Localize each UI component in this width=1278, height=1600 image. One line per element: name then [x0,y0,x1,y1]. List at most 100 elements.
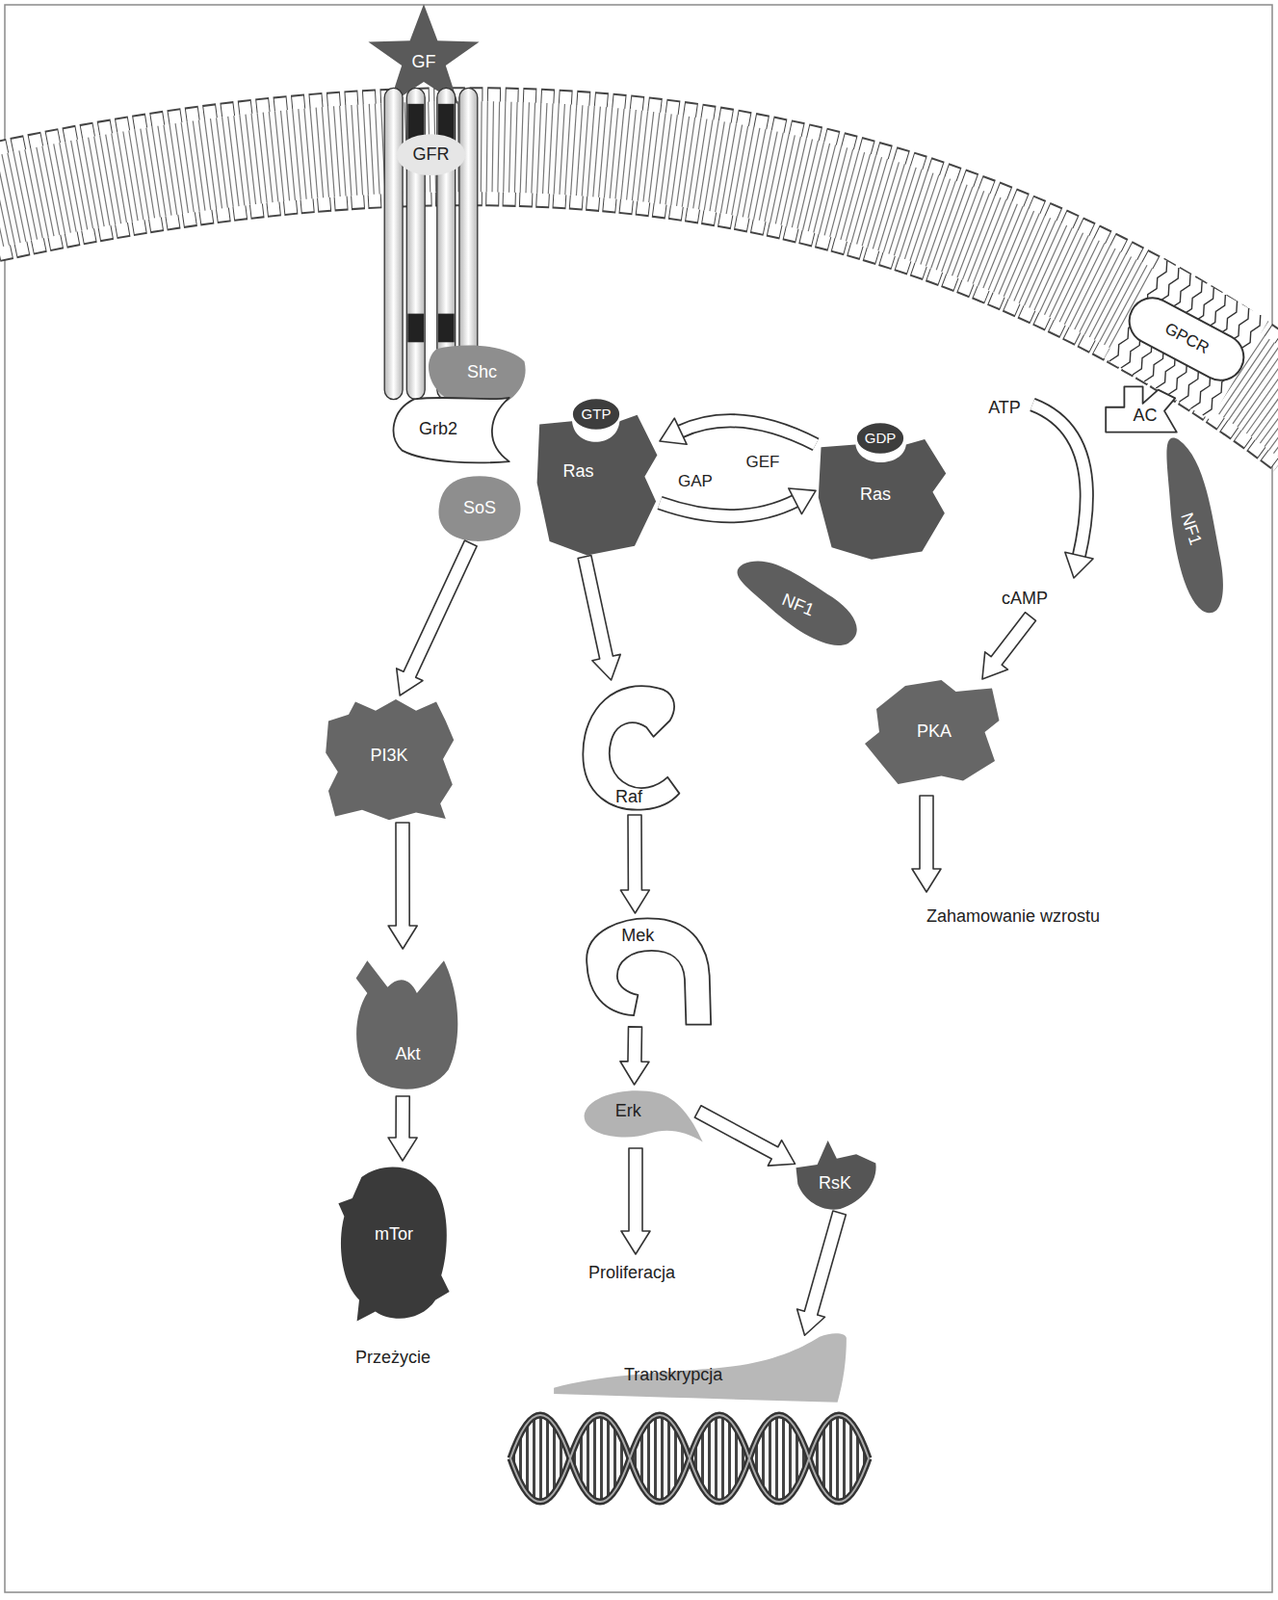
outcome-label: Zahamowanie wzrostu [926,907,1100,927]
signal-arrow [620,1026,651,1085]
erk-kinase-shape [584,1090,704,1142]
dna-helix [510,1414,869,1502]
receptor-band [438,313,455,343]
arrow-body [387,537,485,703]
pi3k-kinase: PI3K [321,695,457,823]
ras-active: Ras GTP [534,402,660,557]
mek-kinase-shape [586,917,711,1024]
arrow-head [788,477,823,515]
node-label: GPCR [1161,319,1212,359]
arrow-body [570,553,626,683]
atp-to-camp-arrow [1032,404,1094,581]
erk-kinase: Erk [581,1084,705,1145]
arrow-body [659,499,797,516]
node-label: mTor [374,1225,414,1245]
signal-arrow [388,1095,418,1161]
receptor-chain [384,87,403,399]
dna-strand [510,1414,869,1502]
pka-kinase: PKA [861,674,1007,790]
erk-kinase-outline [581,1084,705,1145]
arrow-body [790,1208,854,1339]
arrow-body [388,822,418,949]
membrane-core [0,146,1278,424]
adenylyl-cyclase: AC [1102,383,1180,437]
arrow-body [678,420,816,445]
raf-kinase-shape [582,685,679,810]
gdp-nucleotide: GDP [854,420,907,456]
arrow-body [620,1026,651,1085]
outcome-label: Przeżycie [355,1348,431,1368]
node-label: Mek [621,926,654,946]
pka-output-arrow [912,795,941,892]
node-label: GTP [581,406,612,423]
node-label: AC [1132,406,1157,426]
node-label: Akt [394,1044,420,1065]
camp-to-pka-arrow [970,607,1043,688]
signal-arrow [653,417,816,454]
receptor-band [407,313,424,343]
dna-rungs [510,1414,869,1502]
raf-kinase: Raf [575,679,694,815]
node-label: PI3K [369,746,408,766]
node-label: Transkrypcja [624,1365,723,1385]
dna-strand-highlight [510,1414,869,1502]
nf1-protein: NF1 [1131,425,1257,630]
arrow-body [1032,404,1087,558]
membrane-heads [0,146,1278,424]
dna-strand [510,1414,869,1502]
rsk-kinase-shape [796,1140,877,1210]
receptor-core [396,133,466,176]
akt-kinase-shape [356,960,459,1090]
arrow-body [678,420,816,445]
transcription-factor: Transkrypcja [550,1329,850,1405]
signal-arrow [388,822,418,949]
signal-arrow [387,537,485,703]
gdp-nucleotide-shape [856,421,906,455]
membrane-tails [0,146,1278,424]
pka-kinase-shape [864,679,1000,784]
signal-arrow [691,1098,803,1177]
node-label: RsK [818,1173,852,1194]
node-label: GDP [864,430,897,447]
akt-kinase: Akt [351,948,465,1096]
node-label: Erk [615,1101,642,1122]
ras-inactive: RasGDP [815,428,949,561]
molecule-name: cAMP [1001,589,1048,609]
transcription-factor-shape [553,1332,847,1403]
grb2-protein: Grb2 [390,394,511,465]
node-label: SoS [463,498,496,519]
pi3k-kinase-shape [325,699,454,820]
gtp-nucleotide: GTP [570,396,623,432]
arrow-body [691,1098,803,1177]
gtp-nucleotide-shape [572,397,622,431]
nf1-protein-shape [1141,432,1244,618]
edge-label: GEF [746,453,781,472]
arrow-head [1059,551,1094,581]
cell-membrane [0,146,1278,424]
mtor-kinase: mTor [336,1160,452,1325]
grb2-protein-shape [393,397,510,463]
arrow-body [620,814,650,913]
arrow-body [659,499,797,516]
signal-arrow [790,1208,854,1339]
membrane-heads [0,146,1278,424]
node-label: GF [412,52,437,73]
node-label: Shc [467,363,497,383]
receptor-chain [406,87,425,399]
outcome-label: Proliferacja [588,1263,676,1283]
node-label: Ras [562,462,594,482]
signal-arrow [620,814,650,913]
node-label: GFR [413,145,450,165]
ras-active-shape [537,415,658,556]
akt-kinase-outline [351,948,465,1096]
node-label: Raf [615,787,643,808]
edge-label: GAP [678,472,713,492]
erk-output-arrow [621,1147,651,1254]
arrow-head [653,417,688,454]
signal-arrow [570,553,626,683]
molecule-name: ATP [988,398,1021,418]
rsk-kinase: RsK [790,1137,880,1213]
sos-protein-shape [438,475,521,542]
